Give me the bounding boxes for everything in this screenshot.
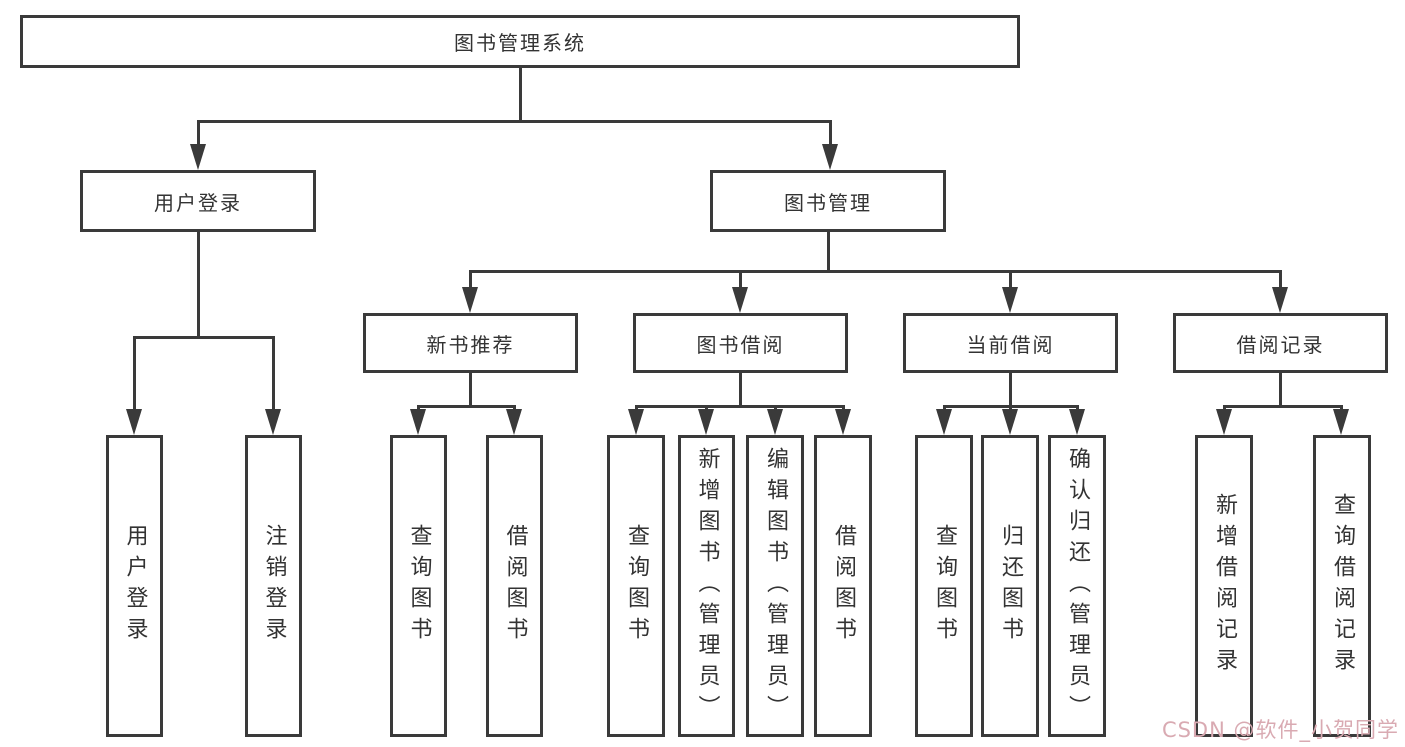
arrowhead-down-icon [698,409,714,435]
node-label: 新书推荐 [426,332,515,357]
node-label: 当前借阅 [966,332,1055,357]
node-current-borrowing: 当前借阅 [903,313,1118,373]
arrowhead-down-icon [767,409,783,435]
connector-line [1009,373,1012,405]
node-label: 归还图书 [998,524,1023,648]
leaf-query-books-recommend: 查询图书 [390,435,447,737]
node-label: 用户登录 [122,524,148,648]
connector-line [827,232,830,270]
arrowhead-down-icon [265,409,281,435]
leaf-query-books-borrowing: 查询图书 [607,435,665,737]
leaf-confirm-return-admin: 确认归还（管理员） [1048,435,1106,737]
node-label: 确认归还（管理员） [1065,446,1090,726]
connector-line [469,270,472,290]
connector-line [272,336,275,412]
connector-line [1009,270,1012,290]
leaf-borrow-books-borrowing: 借阅图书 [814,435,872,737]
node-label: 查询图书 [624,524,649,648]
connector-line [1279,270,1282,290]
arrowhead-down-icon [1002,287,1018,313]
node-label: 新增借阅记录 [1212,493,1237,679]
arrowhead-down-icon [822,144,838,170]
arrowhead-down-icon [1333,409,1349,435]
node-label: 用户登录 [154,190,242,215]
node-book-management: 图书管理 [710,170,946,232]
leaf-query-books-current: 查询图书 [915,435,973,737]
connector-line [469,270,1282,273]
node-library-management-system: 图书管理系统 [20,15,1020,68]
connector-line [1223,405,1343,408]
arrowhead-down-icon [1216,409,1232,435]
node-label: 查询借阅记录 [1330,493,1355,679]
connector-line [635,405,844,408]
connector-line [1279,373,1282,405]
node-label: 编辑图书（管理员） [763,446,788,726]
arrowhead-down-icon [190,144,206,170]
node-label: 新增图书（管理员） [694,446,720,726]
node-label: 图书借阅 [696,332,785,357]
connector-line [519,68,522,120]
connector-line [197,120,831,123]
node-borrowing-records: 借阅记录 [1173,313,1388,373]
leaf-add-book-admin: 新增图书（管理员） [678,435,735,737]
connector-line [739,373,742,405]
connector-line [469,373,472,405]
connector-line [197,120,200,148]
arrowhead-down-icon [462,287,478,313]
connector-line [417,405,516,408]
arrowhead-down-icon [1272,287,1288,313]
arrowhead-down-icon [732,287,748,313]
node-user-login: 用户登录 [80,170,316,232]
node-label: 查询图书 [932,524,957,648]
arrowhead-down-icon [835,409,851,435]
arrowhead-down-icon [410,409,426,435]
node-label: 图书管理系统 [454,31,586,55]
node-label: 借阅记录 [1236,332,1325,357]
arrowhead-down-icon [936,409,952,435]
connector-line [133,336,136,412]
arrowhead-down-icon [1069,409,1085,435]
leaf-return-books: 归还图书 [981,435,1039,737]
node-book-borrowing: 图书借阅 [633,313,848,373]
node-new-book-recommendation: 新书推荐 [363,313,578,373]
leaf-borrow-books-recommend: 借阅图书 [486,435,543,737]
node-label: 借阅图书 [502,524,528,648]
connector-line [829,120,832,148]
arrowhead-down-icon [628,409,644,435]
leaf-edit-book-admin: 编辑图书（管理员） [746,435,804,737]
connector-line [739,270,742,290]
node-label: 查询图书 [406,524,432,648]
arrowhead-down-icon [506,409,522,435]
leaf-user-login: 用户登录 [106,435,163,737]
connector-line [133,336,275,339]
leaf-add-borrow-record: 新增借阅记录 [1195,435,1253,737]
leaf-query-borrow-record: 查询借阅记录 [1313,435,1371,737]
arrowhead-down-icon [126,409,142,435]
connector-line [197,232,200,336]
node-label: 注销登录 [261,524,287,648]
arrowhead-down-icon [1002,409,1018,435]
node-label: 图书管理 [784,190,872,215]
csdn-watermark: CSDN @软件_小贺同学 [1161,718,1399,742]
leaf-logout: 注销登录 [245,435,302,737]
node-label: 借阅图书 [831,524,856,648]
